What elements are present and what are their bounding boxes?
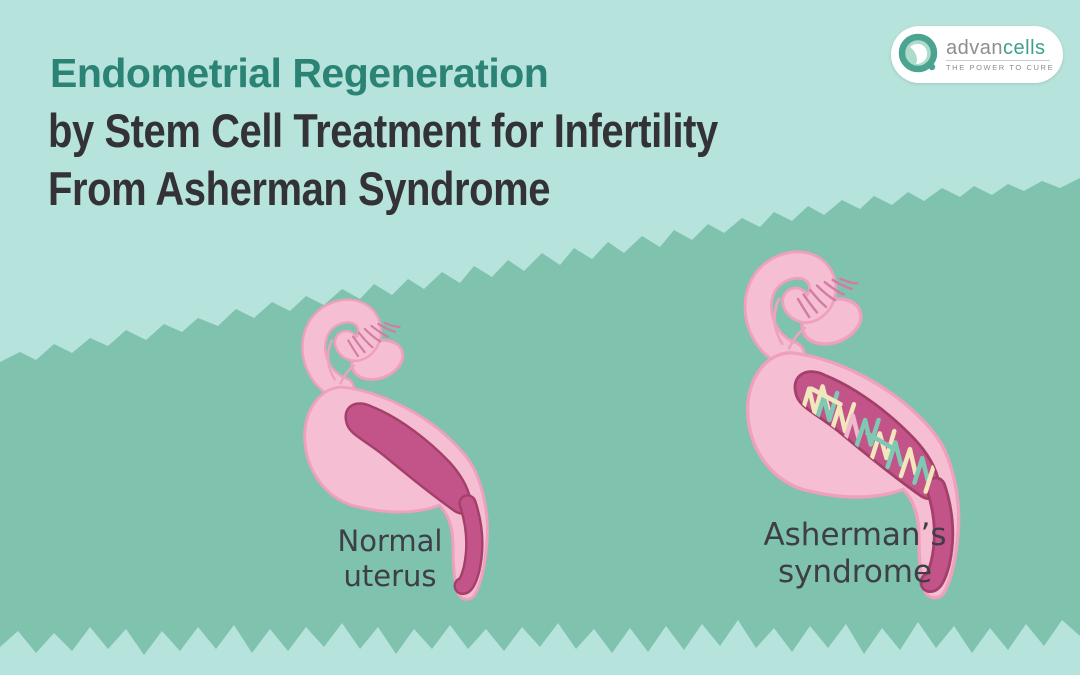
normal-uterus-label-line2: uterus [343, 558, 437, 593]
title-line-1: Endometrial Regeneration [50, 50, 549, 96]
ashermans-syndrome-label-line1: Asherman’s [763, 517, 947, 553]
logo-brand-suffix: cells [1003, 36, 1046, 59]
logo-brand-prefix: advan [946, 36, 1003, 59]
ashermans-uterus-illustration [748, 265, 959, 598]
title-line-2: by Stem Cell Treatment for Infertility [48, 104, 718, 157]
logo-tagline: THE POWER TO CURE [946, 62, 1055, 72]
scar-tissue-pattern [800, 384, 936, 494]
logo-divider [946, 59, 1050, 61]
advancells-logo: advancells THE POWER TO CURE [891, 26, 1063, 83]
advancells-logo-icon [898, 33, 938, 72]
ashermans-syndrome-label: Asherman’s syndrome [755, 517, 955, 591]
normal-uterus-label: Normal uterus [305, 524, 475, 594]
ashermans-syndrome-label-line2: syndrome [777, 554, 933, 591]
normal-uterus-label-line1: Normal [337, 524, 443, 558]
title-line-3: From Asherman Syndrome [48, 162, 550, 215]
logo-brand-text: advancells [946, 38, 1054, 58]
